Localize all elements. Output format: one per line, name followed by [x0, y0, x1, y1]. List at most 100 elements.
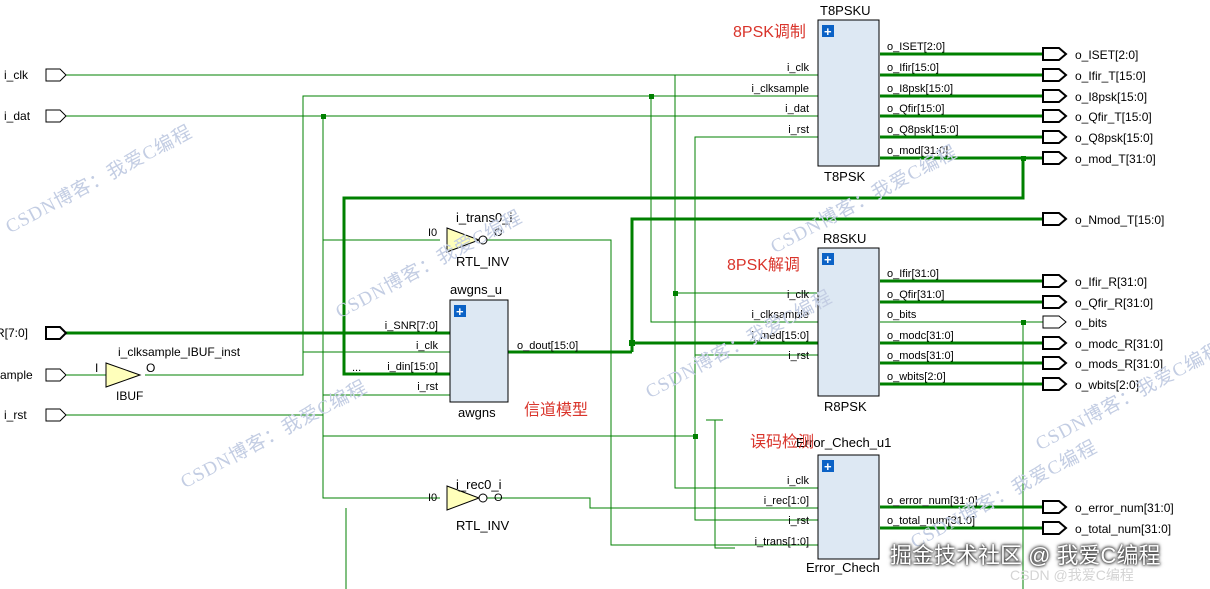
output-label: o_error_num[31:0] [1075, 501, 1174, 515]
output-port[interactable]: o_Q8psk[15:0] [1042, 130, 1153, 145]
bus-wires [66, 52, 1043, 530]
output-label: o_I8psk[15:0] [1075, 90, 1147, 104]
output-port[interactable]: o_total_num[31:0] [1042, 521, 1171, 536]
t8psk-out-port: o_I8psk[15:0] [887, 83, 953, 95]
output-port[interactable]: o_Qfir_T[15:0] [1042, 109, 1152, 124]
error-check-in-port: i_clk [787, 475, 810, 487]
input-port-snr[interactable]: R[7:0] [0, 326, 68, 340]
t8psk-in-port: i_rst [788, 124, 809, 136]
t8psk-instance-name: T8PSKU [820, 3, 871, 18]
inverter-instance-name: i_trans0_i [456, 210, 512, 225]
r8psk-block[interactable]: + R8SKU R8PSK 8PSK解调 i_clk i_clksample i… [727, 231, 954, 414]
output-ports: o_ISET[2:0] o_Ifir_T[15:0] o_I8psk[15:0]… [1042, 47, 1174, 536]
awgns-block[interactable]: + awgns_u awgns 信道模型 i_SNR[7:0] i_clk i_… [352, 282, 588, 420]
svg-text:+: + [824, 252, 832, 267]
junction-dots [321, 94, 1026, 439]
output-port[interactable]: o_bits [1042, 315, 1107, 330]
awgns-in-port: i_clk [416, 340, 439, 352]
awgns-type: awgns [458, 405, 496, 420]
error-check-in-port: i_trans[1:0] [755, 536, 809, 548]
output-port[interactable]: o_Ifir_T[15:0] [1042, 68, 1146, 83]
inverter-trans[interactable]: i_trans0_i I0 O RTL_INV [428, 210, 512, 269]
input-label-i-rst: i_rst [4, 408, 27, 422]
output-label: o_Qfir_R[31:0] [1075, 296, 1153, 310]
output-label: o_Nmod_T[15:0] [1075, 213, 1164, 227]
error-check-expand-icon[interactable] [822, 460, 834, 472]
community-watermark: 掘金技术社区 @ 我爱C编程 [890, 543, 1161, 568]
r8psk-out-port: o_Qfir[31:0] [887, 289, 944, 301]
t8psk-out-port: o_mod[31:0] [887, 145, 948, 157]
r8psk-in-port: i_rst [788, 350, 809, 362]
output-port[interactable]: o_Nmod_T[15:0] [1042, 212, 1164, 227]
awgns-instance-name: awgns_u [450, 282, 502, 297]
t8psk-annotation: 8PSK调制 [733, 23, 806, 41]
r8psk-out-port: o_bits [887, 309, 917, 321]
error-check-block[interactable]: + Error_Chech_u1 Error_Chech 误码检测 i_clk … [750, 433, 978, 575]
ibuf-out-pin: O [146, 361, 155, 375]
csdn-watermark: CSDN @我爱C编程 [1010, 567, 1134, 583]
t8psk-out-port: o_Ifir[15:0] [887, 62, 939, 74]
ibuf-cell[interactable]: i_clksample_IBUF_inst I O IBUF [95, 345, 241, 403]
output-label: o_total_num[31:0] [1075, 522, 1171, 536]
output-port[interactable]: o_mods_R[31:0] [1042, 356, 1163, 371]
r8psk-out-port: o_mods[31:0] [887, 350, 954, 362]
awgns-expand-icon[interactable] [454, 305, 466, 317]
inverter-type: RTL_INV [456, 518, 510, 533]
awgns-out-port: o_dout[15:0] [517, 340, 578, 352]
output-port[interactable]: o_error_num[31:0] [1042, 500, 1174, 515]
input-port-i-dat[interactable]: i_dat [4, 109, 67, 123]
svg-text:+: + [824, 459, 832, 474]
input-port-i-rst[interactable]: i_rst [4, 408, 67, 422]
output-label: o_Ifir_T[15:0] [1075, 69, 1146, 83]
output-label: o_Qfir_T[15:0] [1075, 110, 1152, 124]
error-check-out-port: o_total_num[31:0] [887, 515, 975, 527]
t8psk-type: T8PSK [824, 169, 866, 184]
r8psk-out-port: o_wbits[2:0] [887, 371, 946, 383]
inverter-in-pin: I0 [428, 492, 437, 504]
ibuf-type: IBUF [116, 389, 143, 403]
t8psk-expand-icon[interactable] [822, 25, 834, 37]
output-port[interactable]: o_wbits[2:0] [1042, 377, 1139, 392]
output-label: o_bits [1075, 316, 1107, 330]
output-port[interactable]: o_ISET[2:0] [1042, 47, 1138, 62]
output-label: o_Ifir_R[31:0] [1075, 275, 1147, 289]
r8psk-instance-name: R8SKU [823, 231, 866, 246]
ibuf-in-pin: I [95, 361, 98, 375]
bus-ellipsis: ... [352, 362, 361, 374]
output-port[interactable]: o_mod_T[31:0] [1042, 151, 1156, 166]
input-ports: i_clk i_dat R[7:0] ample i_rst [0, 68, 68, 422]
t8psk-out-port: o_ISET[2:0] [887, 41, 945, 53]
input-port-i-clk[interactable]: i_clk [4, 68, 67, 82]
r8psk-in-port: i_clksample [752, 309, 809, 321]
input-label-snr: R[7:0] [0, 326, 28, 340]
inverter-out-pin: O [494, 227, 503, 239]
r8psk-annotation: 8PSK解调 [727, 256, 800, 274]
output-port[interactable]: o_Qfir_R[31:0] [1042, 295, 1153, 310]
r8psk-in-port: i_med[15:0] [752, 330, 809, 342]
output-port[interactable]: o_Ifir_R[31:0] [1042, 274, 1147, 289]
svg-text:+: + [456, 304, 464, 319]
t8psk-out-port: o_Q8psk[15:0] [887, 124, 959, 136]
error-check-annotation: 误码检测 [750, 433, 814, 451]
t8psk-out-port: o_Qfir[15:0] [887, 103, 944, 115]
t8psk-in-port: i_dat [785, 103, 809, 115]
output-label: o_mod_T[31:0] [1075, 152, 1156, 166]
t8psk-block[interactable]: + T8PSKU T8PSK 8PSK调制 i_clk i_clksample … [733, 3, 959, 184]
inverter-out-pin: O [494, 492, 503, 504]
input-label-i-dat: i_dat [4, 109, 31, 123]
inverter-type: RTL_INV [456, 254, 510, 269]
output-port[interactable]: o_I8psk[15:0] [1042, 89, 1147, 104]
inverter-in-pin: I0 [428, 227, 437, 239]
thin-wires [66, 74, 1043, 589]
r8psk-expand-icon[interactable] [822, 253, 834, 265]
inverter-instance-name: i_rec0_i [456, 477, 502, 492]
awgns-annotation: 信道模型 [524, 401, 588, 419]
inverter-rec[interactable]: i_rec0_i I0 O RTL_INV [428, 477, 510, 533]
r8psk-type: R8PSK [824, 399, 867, 414]
ibuf-instance-name: i_clksample_IBUF_inst [118, 345, 241, 359]
output-port[interactable]: o_modc_R[31:0] [1042, 336, 1163, 351]
t8psk-in-port: i_clksample [752, 83, 809, 95]
input-port-clksample[interactable]: ample [0, 368, 67, 382]
input-label-i-clk: i_clk [4, 68, 29, 82]
